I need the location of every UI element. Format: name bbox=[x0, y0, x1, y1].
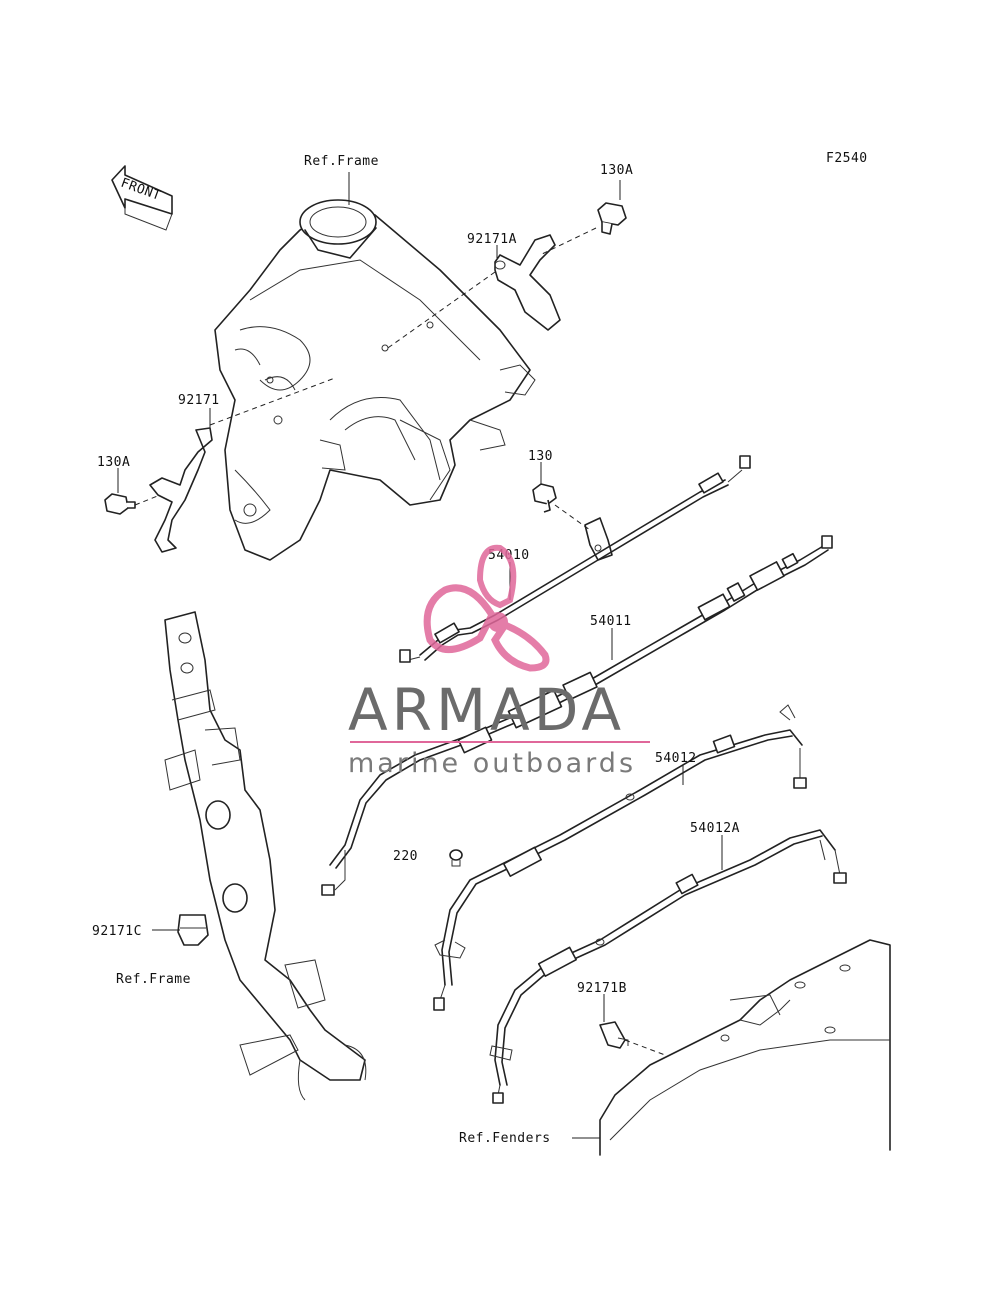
label-130: 130 bbox=[528, 449, 553, 464]
cable-54011-drawing bbox=[321, 535, 833, 896]
bolt-130a-top-drawing bbox=[597, 202, 627, 235]
cable-bracket-drawing bbox=[584, 517, 613, 561]
fender-drawing bbox=[599, 939, 891, 1156]
label-130a-top: 130A bbox=[600, 163, 633, 178]
clamp-92171-drawing bbox=[149, 427, 213, 553]
label-ref-frame-top: Ref.Frame bbox=[304, 154, 379, 169]
cable-54012a-drawing bbox=[489, 829, 847, 1104]
front-arrow-icon: FRONT bbox=[111, 165, 173, 231]
propeller-icon bbox=[423, 544, 550, 672]
cable-54010-drawing bbox=[399, 455, 751, 663]
leader-lines bbox=[117, 172, 723, 1139]
watermark-tagline: marine outboards bbox=[348, 748, 636, 779]
bolt-130-drawing bbox=[532, 483, 557, 513]
clamp-92171a-drawing bbox=[494, 234, 561, 331]
lower-frame-drawing bbox=[164, 611, 367, 1101]
label-220: 220 bbox=[393, 849, 418, 864]
label-92171a: 92171A bbox=[467, 232, 517, 247]
armada-watermark: ARMADA marine outboards bbox=[348, 544, 650, 779]
bolt-130a-left-drawing bbox=[104, 493, 136, 515]
clamp-92171c-drawing bbox=[177, 914, 209, 946]
diagram-code: F2540 bbox=[826, 151, 868, 166]
label-54011: 54011 bbox=[590, 614, 632, 629]
label-92171: 92171 bbox=[178, 393, 220, 408]
part-labels: Ref.Frame F2540 130A 92171A 92171 130A 1… bbox=[92, 151, 868, 1146]
label-ref-frame-bottom: Ref.Frame bbox=[116, 972, 191, 987]
watermark-brand: ARMADA bbox=[348, 676, 625, 744]
label-ref-fenders: Ref.Fenders bbox=[459, 1131, 551, 1146]
cable-54012-drawing bbox=[433, 704, 807, 1011]
clip-220-drawing bbox=[449, 849, 463, 867]
label-92171c: 92171C bbox=[92, 924, 142, 939]
upper-frame-drawing bbox=[214, 199, 536, 561]
label-54012a: 54012A bbox=[690, 821, 740, 836]
label-130a-left: 130A bbox=[97, 455, 130, 470]
clip-92171b-drawing bbox=[599, 1021, 629, 1049]
label-92171b: 92171B bbox=[577, 981, 627, 996]
label-54012: 54012 bbox=[655, 751, 697, 766]
